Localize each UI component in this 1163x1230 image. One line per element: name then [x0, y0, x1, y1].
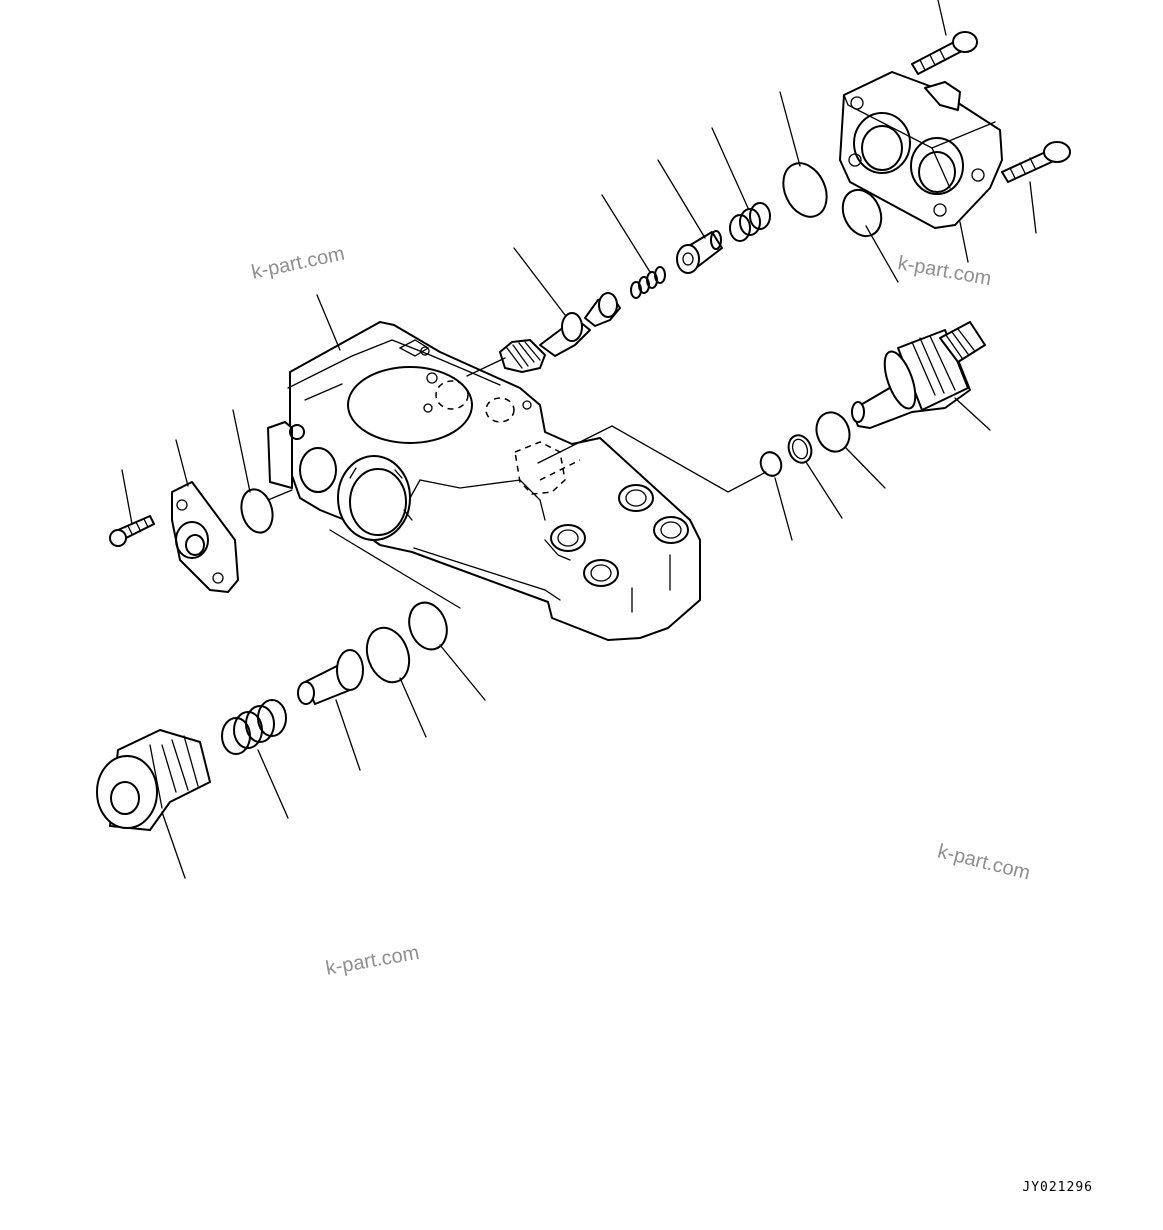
plug: [96, 729, 211, 831]
valve-body: [267, 321, 701, 641]
drawing-code: JY021296: [1022, 1180, 1093, 1195]
relief-cartridge: [851, 321, 986, 429]
assembly-lines: [267, 357, 767, 609]
leader-lines: [121, 0, 1037, 879]
spring-upper: [729, 202, 771, 242]
o-ring-right: [759, 411, 851, 477]
small-flange: [171, 481, 239, 593]
plunger: [676, 230, 723, 274]
o-ring-upper: [782, 162, 883, 238]
bolt-top: [911, 31, 978, 75]
o-ring-left: [240, 488, 274, 534]
o-ring-lower: [365, 601, 448, 684]
small-spring: [630, 266, 666, 299]
poppet: [297, 649, 364, 705]
bolt-right: [1001, 141, 1071, 183]
cover-flange: [839, 71, 1003, 229]
spring-lower: [221, 699, 287, 755]
spool-assembly: [499, 292, 621, 373]
bolt-left: [109, 515, 155, 547]
